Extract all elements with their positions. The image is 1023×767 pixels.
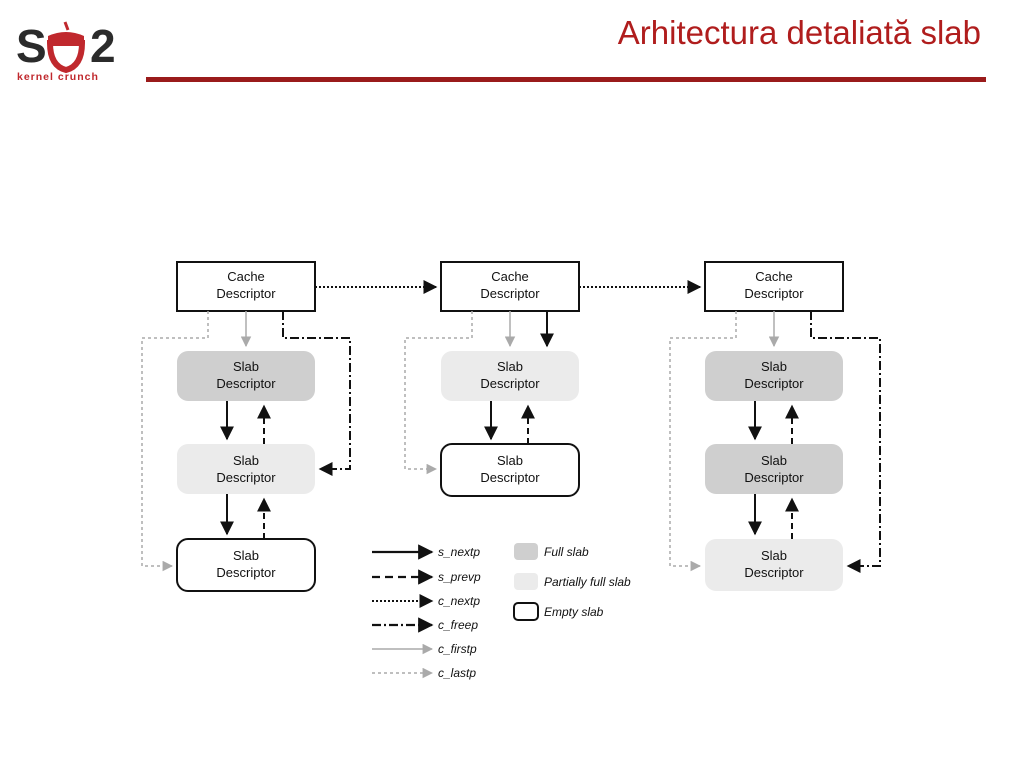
cache-a-line2: Descriptor bbox=[216, 286, 276, 301]
so2-logo: S 2 kernel crunch bbox=[14, 12, 132, 84]
slab-c1-line1: Slab bbox=[761, 359, 787, 374]
c-lastp-arrow-a bbox=[141, 311, 209, 572]
slab-b2-line1: Slab bbox=[497, 453, 523, 468]
cache-b-line1: Cache bbox=[491, 269, 529, 284]
cache-c-line1: Cache bbox=[755, 269, 793, 284]
slab-c2-line1: Slab bbox=[761, 453, 787, 468]
slab-a1-line1: Slab bbox=[233, 359, 259, 374]
legend-label-empty: Empty slab bbox=[544, 605, 604, 619]
slab-c3-line1: Slab bbox=[761, 548, 787, 563]
cache-descriptor-c bbox=[704, 261, 844, 312]
legend-label-c-freep: c_freep bbox=[438, 618, 478, 632]
cache-c-line2: Descriptor bbox=[744, 286, 804, 301]
slab-descriptor-a3 bbox=[176, 538, 316, 592]
legend-label-c-nextp: c_nextp bbox=[438, 594, 480, 608]
cache-a-line1: Cache bbox=[227, 269, 265, 284]
slab-descriptor-a2 bbox=[177, 444, 315, 494]
slab-a2-line2: Descriptor bbox=[216, 470, 276, 485]
legend-slab-kinds: Full slab Partially full slab Empty slab bbox=[513, 543, 631, 621]
slab-descriptor-b2 bbox=[440, 443, 580, 497]
slab-b1-line1: Slab bbox=[497, 359, 523, 374]
slab-a1-line2: Descriptor bbox=[216, 376, 276, 391]
title-rule bbox=[146, 77, 986, 82]
slab-c3-line2: Descriptor bbox=[744, 565, 804, 580]
legend-swatch-empty bbox=[513, 602, 539, 621]
c-freep-arrow-a bbox=[282, 311, 351, 476]
slab-descriptor-c3 bbox=[705, 539, 843, 591]
slab-c1-line2: Descriptor bbox=[744, 376, 804, 391]
slide-title: Arhitectura detaliată slab bbox=[617, 14, 981, 51]
svg-text:2: 2 bbox=[90, 20, 116, 72]
slab-b1-line2: Descriptor bbox=[480, 376, 540, 391]
legend-label-full: Full slab bbox=[544, 545, 589, 559]
c-lastp-arrow-c bbox=[669, 311, 737, 572]
slab-descriptor-b1 bbox=[441, 351, 579, 401]
slab-b2-line2: Descriptor bbox=[480, 470, 540, 485]
legend-label-s-prevp: s_prevp bbox=[438, 570, 481, 584]
cache-c-group: Cache Descriptor Slab Descriptor Slab De… bbox=[669, 261, 881, 591]
slab-c2-line2: Descriptor bbox=[744, 470, 804, 485]
c-lastp-arrow-b bbox=[404, 311, 473, 475]
legend-arrows: s_nextp s_prevp c_nextp c_freep c_firstp… bbox=[372, 544, 481, 680]
c-freep-arrow-c bbox=[810, 311, 881, 573]
legend-label-partial: Partially full slab bbox=[544, 575, 631, 589]
svg-text:S: S bbox=[16, 20, 47, 72]
slab-a3-line1: Slab bbox=[233, 548, 259, 563]
slab-a3-line2: Descriptor bbox=[216, 565, 276, 580]
slab-a2-line1: Slab bbox=[233, 453, 259, 468]
legend-swatch-partial bbox=[514, 573, 538, 590]
cache-b-line2: Descriptor bbox=[480, 286, 540, 301]
cache-b-group: Cache Descriptor Slab Descriptor Slab De… bbox=[404, 261, 580, 497]
slab-descriptor-a1 bbox=[177, 351, 315, 401]
acorn-icon bbox=[46, 21, 86, 74]
slab-descriptor-c1 bbox=[705, 351, 843, 401]
legend-label-s-nextp: s_nextp bbox=[438, 545, 480, 559]
legend-label-c-firstp: c_firstp bbox=[438, 642, 477, 656]
slab-descriptor-c2 bbox=[705, 444, 843, 494]
legend-label-c-lastp: c_lastp bbox=[438, 666, 476, 680]
legend-swatch-full bbox=[514, 543, 538, 560]
logo-tagline: kernel crunch bbox=[17, 71, 99, 83]
cache-a-group: Cache Descriptor Slab Descriptor Slab De… bbox=[141, 261, 351, 592]
